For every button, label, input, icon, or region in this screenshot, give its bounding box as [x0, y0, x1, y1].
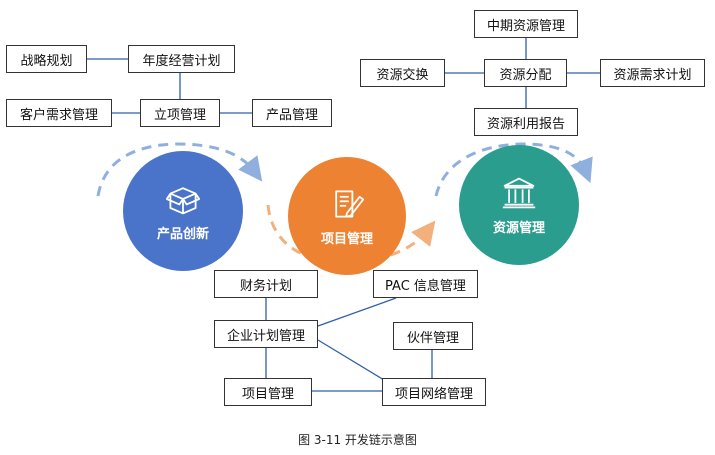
circle-product-innovation: 产品创新: [123, 151, 243, 271]
dashed-arc-resource: [434, 142, 593, 197]
node-annual-plan: 年度经营计划: [128, 45, 235, 73]
node-customer-needs: 客户需求管理: [6, 99, 112, 127]
node-usage-report: 资源利用报告: [474, 108, 578, 136]
circle-project-management: 项目管理: [288, 157, 406, 275]
node-demand-plan: 资源需求计划: [600, 59, 705, 87]
node-allocation: 资源分配: [484, 59, 567, 87]
node-finance-plan: 财务计划: [214, 270, 318, 298]
circle-resource-management: 资源管理: [459, 145, 579, 265]
dashed-arc-innovation: [96, 142, 263, 197]
node-pac: PAC 信息管理: [373, 270, 478, 298]
node-mid-term: 中期资源管理: [474, 10, 578, 38]
node-partner: 伙伴管理: [393, 322, 473, 350]
node-product-mgmt: 产品管理: [252, 99, 332, 127]
node-project: 项目管理: [224, 378, 312, 406]
node-enterprise-plan: 企业计划管理: [214, 320, 318, 348]
node-project-setup: 立项管理: [140, 99, 220, 127]
box-icon: [165, 186, 201, 214]
line-enterprise-pac: [317, 297, 397, 327]
document-pencil-icon: [335, 190, 365, 217]
node-project-network: 项目网络管理: [382, 378, 486, 406]
label-product-innovation: 产品创新: [156, 226, 209, 242]
line-enterprise-network: [317, 339, 385, 381]
label-resource-management: 资源管理: [492, 220, 545, 236]
node-strategy: 战略规划: [6, 45, 87, 73]
building-icon: [502, 177, 536, 208]
figure-caption: 图 3-11 开发链示意图: [298, 433, 417, 447]
node-exchange: 资源交换: [360, 59, 445, 87]
label-project-management: 项目管理: [320, 231, 373, 247]
